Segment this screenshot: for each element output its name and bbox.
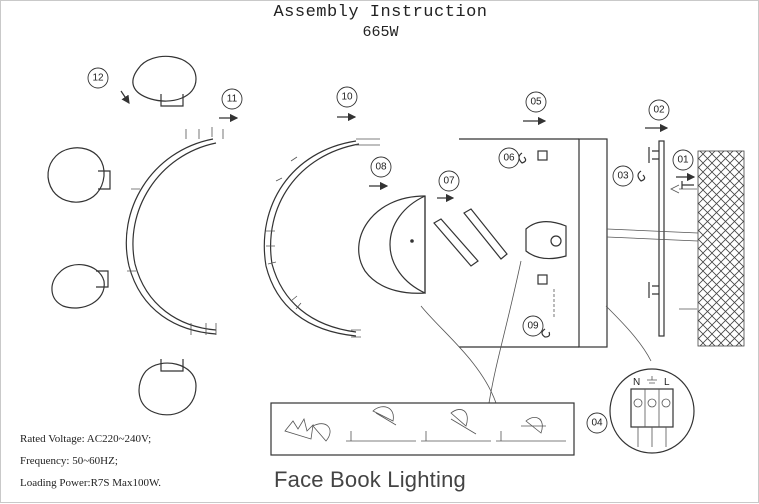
arc-frame-10 bbox=[263, 138, 380, 338]
svg-text:09: 09 bbox=[527, 321, 539, 332]
svg-text:10: 10 bbox=[341, 92, 353, 103]
svg-text:02: 02 bbox=[653, 105, 665, 116]
model-number: 665W bbox=[362, 24, 399, 41]
installation-steps-inset bbox=[270, 402, 575, 456]
terminal-label-n: N bbox=[633, 377, 640, 388]
diagram-title: Assembly Instruction bbox=[273, 3, 488, 22]
callout-02: 02 bbox=[648, 99, 670, 121]
callout-03: 03 bbox=[612, 165, 634, 187]
screw-06 bbox=[518, 152, 527, 164]
arc-frame-11 bbox=[125, 127, 224, 335]
svg-text:07: 07 bbox=[443, 176, 455, 187]
callout-05: 05 bbox=[525, 91, 547, 113]
wall bbox=[697, 150, 745, 347]
callout-12: 12 bbox=[87, 67, 109, 89]
terminal-label-l: L bbox=[664, 377, 670, 388]
callout-07: 07 bbox=[438, 170, 460, 192]
screw-03 bbox=[637, 170, 646, 182]
screw-09 bbox=[541, 328, 551, 338]
mounting-plate bbox=[648, 140, 697, 337]
glass-shades bbox=[47, 55, 197, 416]
half-dome-shade bbox=[389, 195, 426, 294]
svg-text:01: 01 bbox=[677, 155, 689, 166]
svg-text:03: 03 bbox=[617, 171, 629, 182]
base-canopy bbox=[459, 138, 699, 348]
callout-11: 11 bbox=[221, 88, 243, 110]
callout-09: 09 bbox=[522, 315, 544, 337]
svg-text:05: 05 bbox=[530, 97, 542, 108]
svg-text:06: 06 bbox=[503, 153, 515, 164]
callout-08: 08 bbox=[370, 156, 392, 178]
svg-text:12: 12 bbox=[92, 73, 104, 84]
watermark-text: Face Book Lighting bbox=[274, 467, 466, 492]
svg-text:08: 08 bbox=[375, 162, 387, 173]
callout-10: 10 bbox=[336, 86, 358, 108]
terminal-block bbox=[609, 368, 695, 454]
callout-01: 01 bbox=[672, 149, 694, 171]
svg-text:11: 11 bbox=[227, 94, 238, 105]
frequency: Frequency: 50~60HZ; bbox=[20, 455, 118, 467]
callout-04: 04 bbox=[586, 412, 608, 434]
loading-power: Loading Power:R7S Max100W. bbox=[20, 477, 162, 489]
svg-text:04: 04 bbox=[591, 418, 603, 429]
screw-01 bbox=[681, 181, 694, 189]
mounting-rods bbox=[433, 208, 508, 267]
callout-06: 06 bbox=[498, 147, 520, 169]
rated-voltage: Rated Voltage: AC220~240V; bbox=[20, 433, 152, 445]
